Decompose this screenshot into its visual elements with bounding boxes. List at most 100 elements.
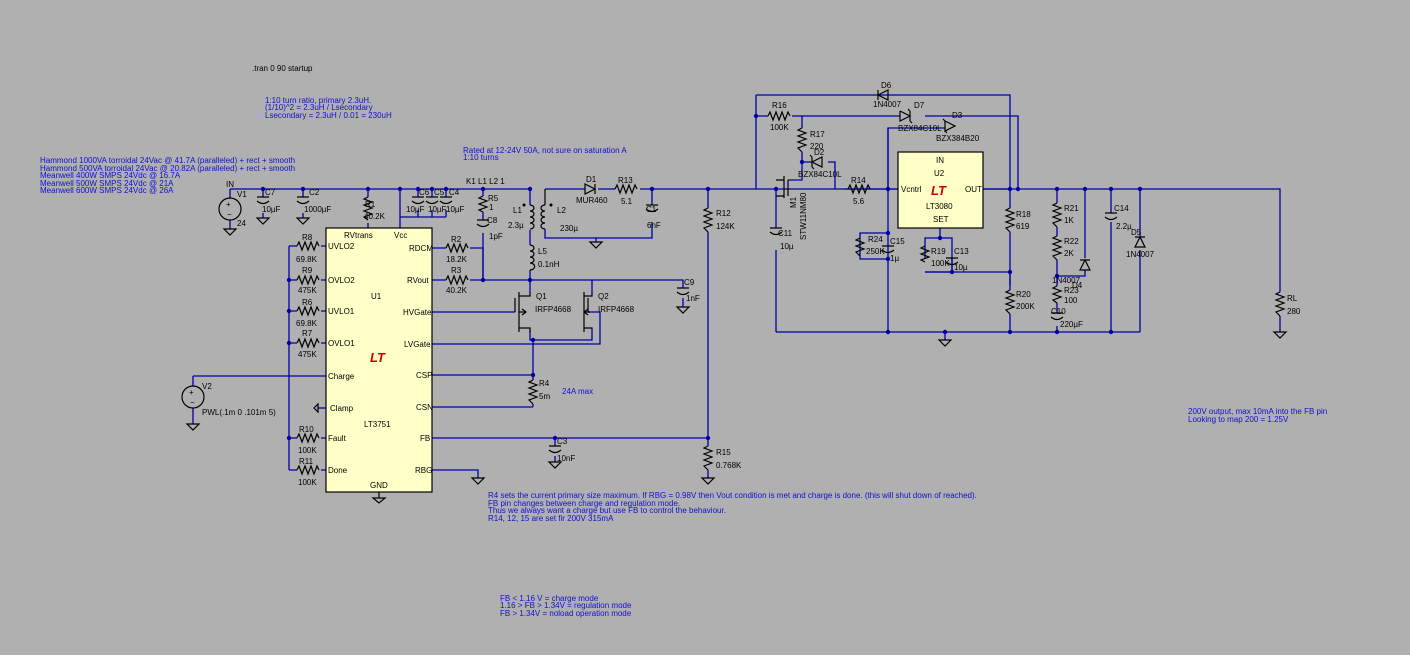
voltage-source-v1[interactable]: +− IN V1 24 (218, 180, 247, 236)
c15-value-label: 1µ (890, 254, 899, 263)
inductor-l5[interactable]: L50.1nH (529, 244, 560, 271)
d4-value-label: 1N4007 (1052, 276, 1081, 285)
mosfet-m1[interactable]: M1 STW11NM80 (776, 176, 808, 240)
r12-name-label: R12 (716, 209, 731, 218)
r21-name-label: R21 (1064, 204, 1079, 213)
c6-value-label: 10µF (406, 205, 425, 214)
r15-value-label: 0.768K (716, 461, 742, 470)
l5-name-label: L5 (538, 247, 547, 256)
resistor-r5[interactable]: R51 (477, 194, 499, 213)
mode-note-2: 1.16 > FB > 1.34V = regulation mode (500, 601, 632, 610)
supply-note-4: Meanwell 500W SMPS 24Vdc @ 21A (40, 179, 174, 188)
mode-note-3: FB > 1.34V = noload operation mode (500, 609, 632, 618)
c9-name-label: C9 (684, 278, 695, 287)
r23-value-label: 100 (1064, 296, 1078, 305)
c5-name-label: C5 (434, 188, 445, 197)
ic-lt3080[interactable]: IN U2 Vcntrl LT OUT LT3080 SET (897, 151, 984, 229)
r14-value-label: 5.6 (853, 197, 865, 206)
q1-name-label: Q1 (536, 292, 547, 301)
junction-dots (260, 113, 1143, 441)
capacitor-c5[interactable]: C5 10µF (425, 188, 447, 214)
l1-name-label: L1 (513, 206, 522, 215)
c5-value-label: 10µF (428, 205, 447, 214)
r18-value-label: 619 (1016, 222, 1030, 231)
ic-lt3751[interactable]: RVtrans Vcc UVLO2 OVLO2 UVLO1 OVLO1 Char… (313, 227, 433, 504)
supply-note-1: Hammond 1000VA torroidal 24Vac @ 41.7A (… (40, 156, 295, 165)
ic1-pin-lvgate: LVGate (404, 340, 431, 349)
d7-value-label: BZX84C10L (898, 124, 942, 133)
c13-name-label: C13 (954, 247, 969, 256)
r15-name-label: R15 (716, 448, 731, 457)
current-note: 24A max (562, 387, 593, 396)
q1-value-label: IRFP4668 (535, 305, 572, 314)
turns-note-2: (1/10)^2 = 2.3uH / Lsecondary (265, 103, 373, 112)
resistor-r15[interactable]: R15 0.768K (702, 445, 742, 471)
voltage-source-v2[interactable]: +− V2 PWL(.1m 0 .101m 5) (181, 382, 276, 431)
ic1-pin-fb: FB (420, 434, 430, 443)
c2-value-label: 1000µF (304, 205, 331, 214)
r1-name-label: R1 (365, 200, 376, 209)
d2-value-label: BZX84C10L (798, 170, 842, 179)
c4-value-label: 10µF (446, 205, 465, 214)
ic1-pin-ovlo1: OVLO1 (328, 339, 355, 348)
resistor-r11[interactable]: R11 100K (296, 457, 320, 487)
r11-value-label: 100K (298, 478, 317, 487)
output-note-2: Looking to map 200 = 1.25V (1188, 415, 1289, 424)
r17-name-label: R17 (810, 130, 825, 139)
c11-name-label: C11 (778, 229, 793, 238)
q2-value-label: IRFP4668 (598, 305, 635, 314)
r11-name-label: R11 (299, 457, 314, 466)
r2-name-label: R2 (451, 235, 462, 244)
r4-name-label: R4 (539, 379, 550, 388)
c7-value-label: 10µF (262, 205, 281, 214)
r19-value-label: 100K (931, 259, 950, 268)
r7-value-label: 475K (298, 350, 317, 359)
